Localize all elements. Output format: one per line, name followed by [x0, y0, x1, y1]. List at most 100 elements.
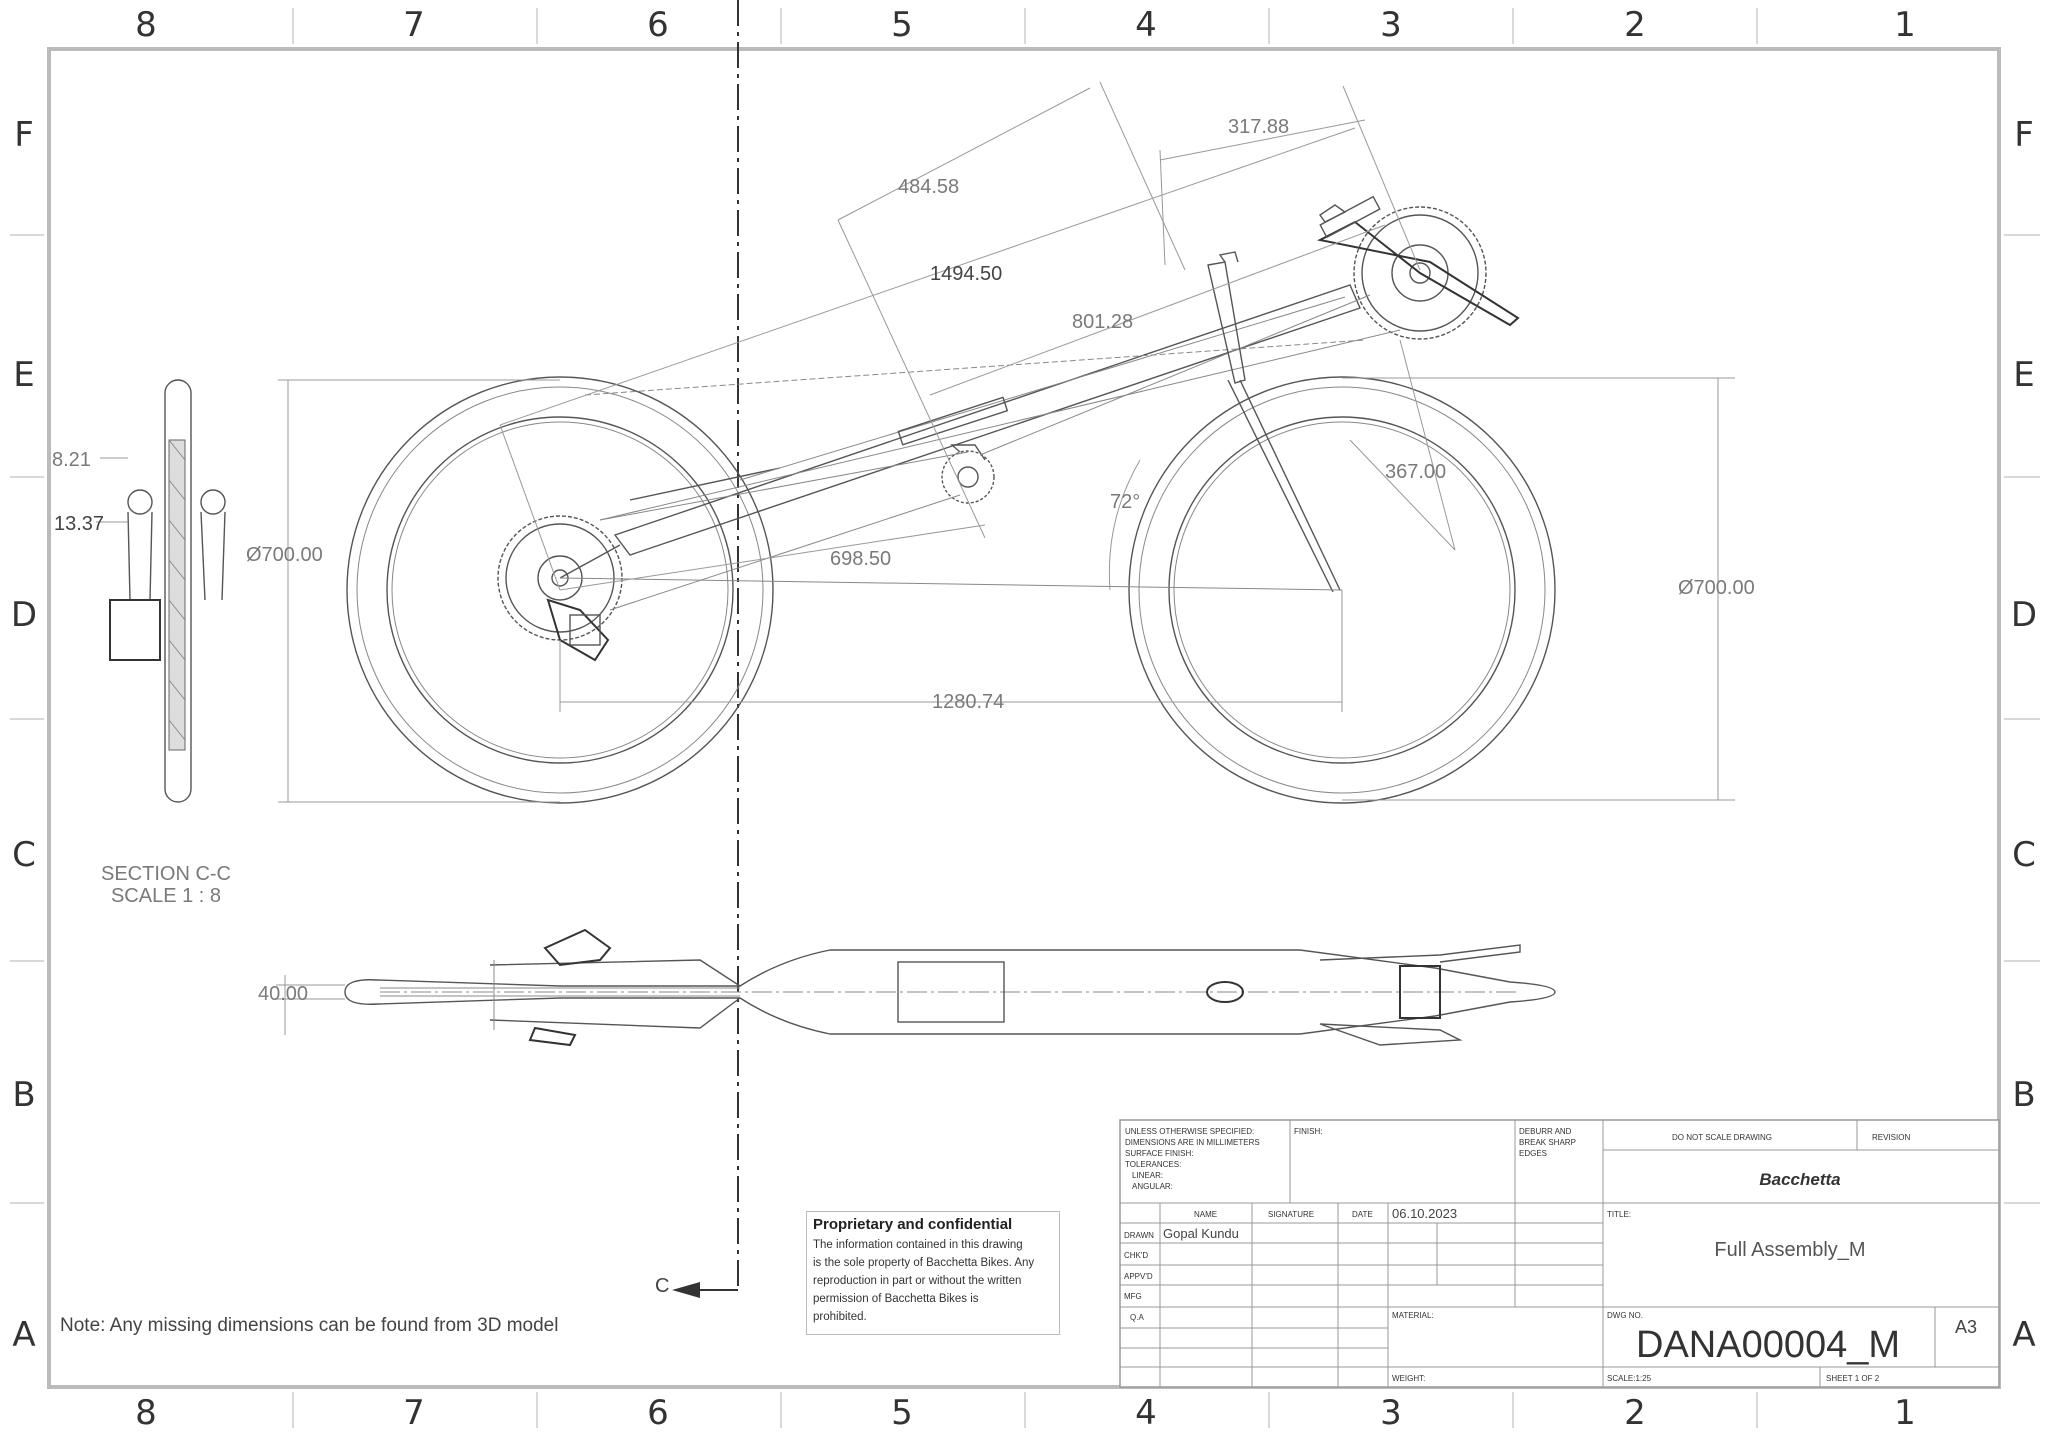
dimension-lines — [278, 81, 1735, 803]
confidential-line: The information contained in this drawin… — [813, 1239, 1023, 1251]
deburr-line-1: DEBURR AND — [1519, 1127, 1572, 1136]
tolerance-line-3: SURFACE FINISH: — [1125, 1149, 1193, 1158]
do-not-scale-label: DO NOT SCALE DRAWING — [1672, 1133, 1772, 1142]
drawing-note: Note: Any missing dimensions can be foun… — [60, 1315, 558, 1336]
zone-row-a-left: A — [12, 1315, 35, 1355]
dim-1494-50: 1494.50 — [930, 263, 1002, 285]
dim-front-wheel-diameter: Ø700.00 — [1678, 577, 1755, 599]
zone-col-7-bottom: 7 — [403, 1393, 425, 1433]
zone-row-c-right: C — [2012, 835, 2036, 875]
tolerance-line-4: TOLERANCES: — [1125, 1160, 1181, 1169]
section-cut-line: C — [655, 0, 739, 1298]
tolerance-line-6: ANGULAR: — [1132, 1182, 1173, 1191]
zone-col-5-top: 5 — [891, 5, 913, 45]
zone-labels-left: F E D C B A — [11, 115, 37, 1355]
dim-13-37: 13.37 — [54, 513, 104, 535]
confidential-line: permission of Bacchetta Bikes is — [813, 1293, 979, 1305]
drawing-title: Full Assembly_M — [1714, 1239, 1865, 1261]
zone-row-e-left: E — [13, 355, 34, 395]
date-value: 06.10.2023 — [1392, 1206, 1457, 1221]
zone-col-8-top: 8 — [135, 5, 157, 45]
dim-8-21: 8.21 — [52, 449, 91, 471]
zone-col-2-top: 2 — [1624, 5, 1646, 45]
tolerance-line-1: UNLESS OTHERWISE SPECIFIED: — [1125, 1127, 1254, 1136]
zone-col-4-bottom: 4 — [1135, 1393, 1157, 1433]
zone-row-c-left: C — [12, 835, 36, 875]
confidential-body: The information contained in this drawin… — [813, 1236, 1053, 1326]
zone-row-d-left: D — [11, 595, 37, 635]
company-logo: Bacchetta — [1759, 1170, 1840, 1189]
zone-col-8-bottom: 8 — [135, 1393, 157, 1433]
title-label: TITLE: — [1607, 1210, 1631, 1219]
row-drawn: DRAWN — [1124, 1231, 1154, 1240]
section-view: 8.21 13.37 SECTION C-C SCALE 1 : 8 — [52, 379, 231, 907]
dim-698-50: 698.50 — [830, 548, 891, 570]
zone-labels-bottom: 8 7 6 5 4 3 2 1 — [135, 1393, 1916, 1433]
zone-col-1-bottom: 1 — [1894, 1393, 1916, 1433]
zone-row-a-right: A — [2012, 1315, 2035, 1355]
zone-row-f-left: F — [14, 115, 34, 155]
dim-40-00: 40.00 — [258, 983, 308, 1005]
title-block: UNLESS OTHERWISE SPECIFIED: DIMENSIONS A… — [1119, 1119, 2000, 1388]
zone-row-e-right: E — [2013, 355, 2034, 395]
zone-labels-top: 8 7 6 5 4 3 2 1 — [135, 5, 1916, 45]
idler-pulley — [941, 444, 995, 504]
dim-484-58: 484.58 — [898, 176, 959, 198]
zone-col-6-top: 6 — [647, 5, 669, 45]
tolerance-line-5: LINEAR: — [1132, 1171, 1163, 1180]
col-signature: SIGNATURE — [1268, 1210, 1314, 1219]
zone-col-5-bottom: 5 — [891, 1393, 913, 1433]
rear-wheel — [346, 376, 774, 804]
zone-row-d-right: D — [2011, 595, 2037, 635]
row-qa: Q.A — [1130, 1313, 1144, 1322]
row-checked: CHK'D — [1124, 1251, 1148, 1260]
zone-row-b-left: B — [12, 1075, 35, 1115]
dim-angle-72: 72° — [1110, 491, 1140, 513]
front-wheel — [1128, 376, 1556, 804]
zone-col-6-bottom: 6 — [647, 1393, 669, 1433]
material-label: MATERIAL: — [1392, 1311, 1434, 1320]
confidential-line: prohibited. — [813, 1311, 867, 1323]
col-name: NAME — [1194, 1210, 1217, 1219]
zone-col-1-top: 1 — [1894, 5, 1916, 45]
front-chainring — [1316, 195, 1520, 340]
zone-col-4-top: 4 — [1135, 5, 1157, 45]
zone-col-2-bottom: 2 — [1624, 1393, 1646, 1433]
sheet-number: SHEET 1 OF 2 — [1826, 1374, 1880, 1383]
sheet-border — [47, 47, 2001, 1389]
zone-col-3-bottom: 3 — [1380, 1393, 1402, 1433]
section-cut-label: C — [655, 1275, 669, 1297]
scale-label: SCALE:1:25 — [1607, 1374, 1652, 1383]
deburr-line-2: BREAK SHARP — [1519, 1138, 1576, 1147]
zone-ticks — [10, 8, 2040, 1428]
dwg-no-label: DWG NO. — [1607, 1311, 1643, 1320]
dim-801-28: 801.28 — [1072, 311, 1133, 333]
section-scale: SCALE 1 : 8 — [111, 885, 221, 907]
col-date: DATE — [1352, 1210, 1373, 1219]
finish-label: FINISH: — [1294, 1127, 1322, 1136]
dim-317-88: 317.88 — [1228, 116, 1289, 138]
zone-col-7-top: 7 — [403, 5, 425, 45]
side-view: 484.58 317.88 1494.50 801.28 367.00 72° … — [246, 81, 1755, 804]
confidential-heading: Proprietary and confidential — [813, 1216, 1013, 1233]
frame — [559, 204, 1401, 611]
sheet-size: A3 — [1955, 1317, 1977, 1337]
weight-label: WEIGHT: — [1392, 1374, 1425, 1383]
dwg-no-value: DANA00004_M — [1636, 1324, 1900, 1366]
dim-367-00: 367.00 — [1385, 461, 1446, 483]
confidential-line: reproduction in part or without the writ… — [813, 1275, 1022, 1287]
zone-labels-right: F E D C B A — [2011, 115, 2037, 1355]
row-mfg: MFG — [1124, 1292, 1142, 1301]
zone-row-f-right: F — [2014, 115, 2034, 155]
zone-col-3-top: 3 — [1380, 5, 1402, 45]
tolerance-line-2: DIMENSIONS ARE IN MILLIMETERS — [1125, 1138, 1260, 1147]
top-view: 40.00 — [258, 928, 1556, 1047]
dim-1280-74: 1280.74 — [932, 691, 1004, 713]
dim-rear-wheel-diameter: Ø700.00 — [246, 544, 323, 566]
section-title: SECTION C-C — [101, 863, 231, 885]
row-approved: APPV'D — [1124, 1272, 1153, 1281]
deburr-line-3: EDGES — [1519, 1149, 1547, 1158]
confidential-line: is the sole property of Bacchetta Bikes.… — [813, 1257, 1035, 1269]
confidential-notice: Proprietary and confidential The informa… — [806, 1211, 1060, 1335]
